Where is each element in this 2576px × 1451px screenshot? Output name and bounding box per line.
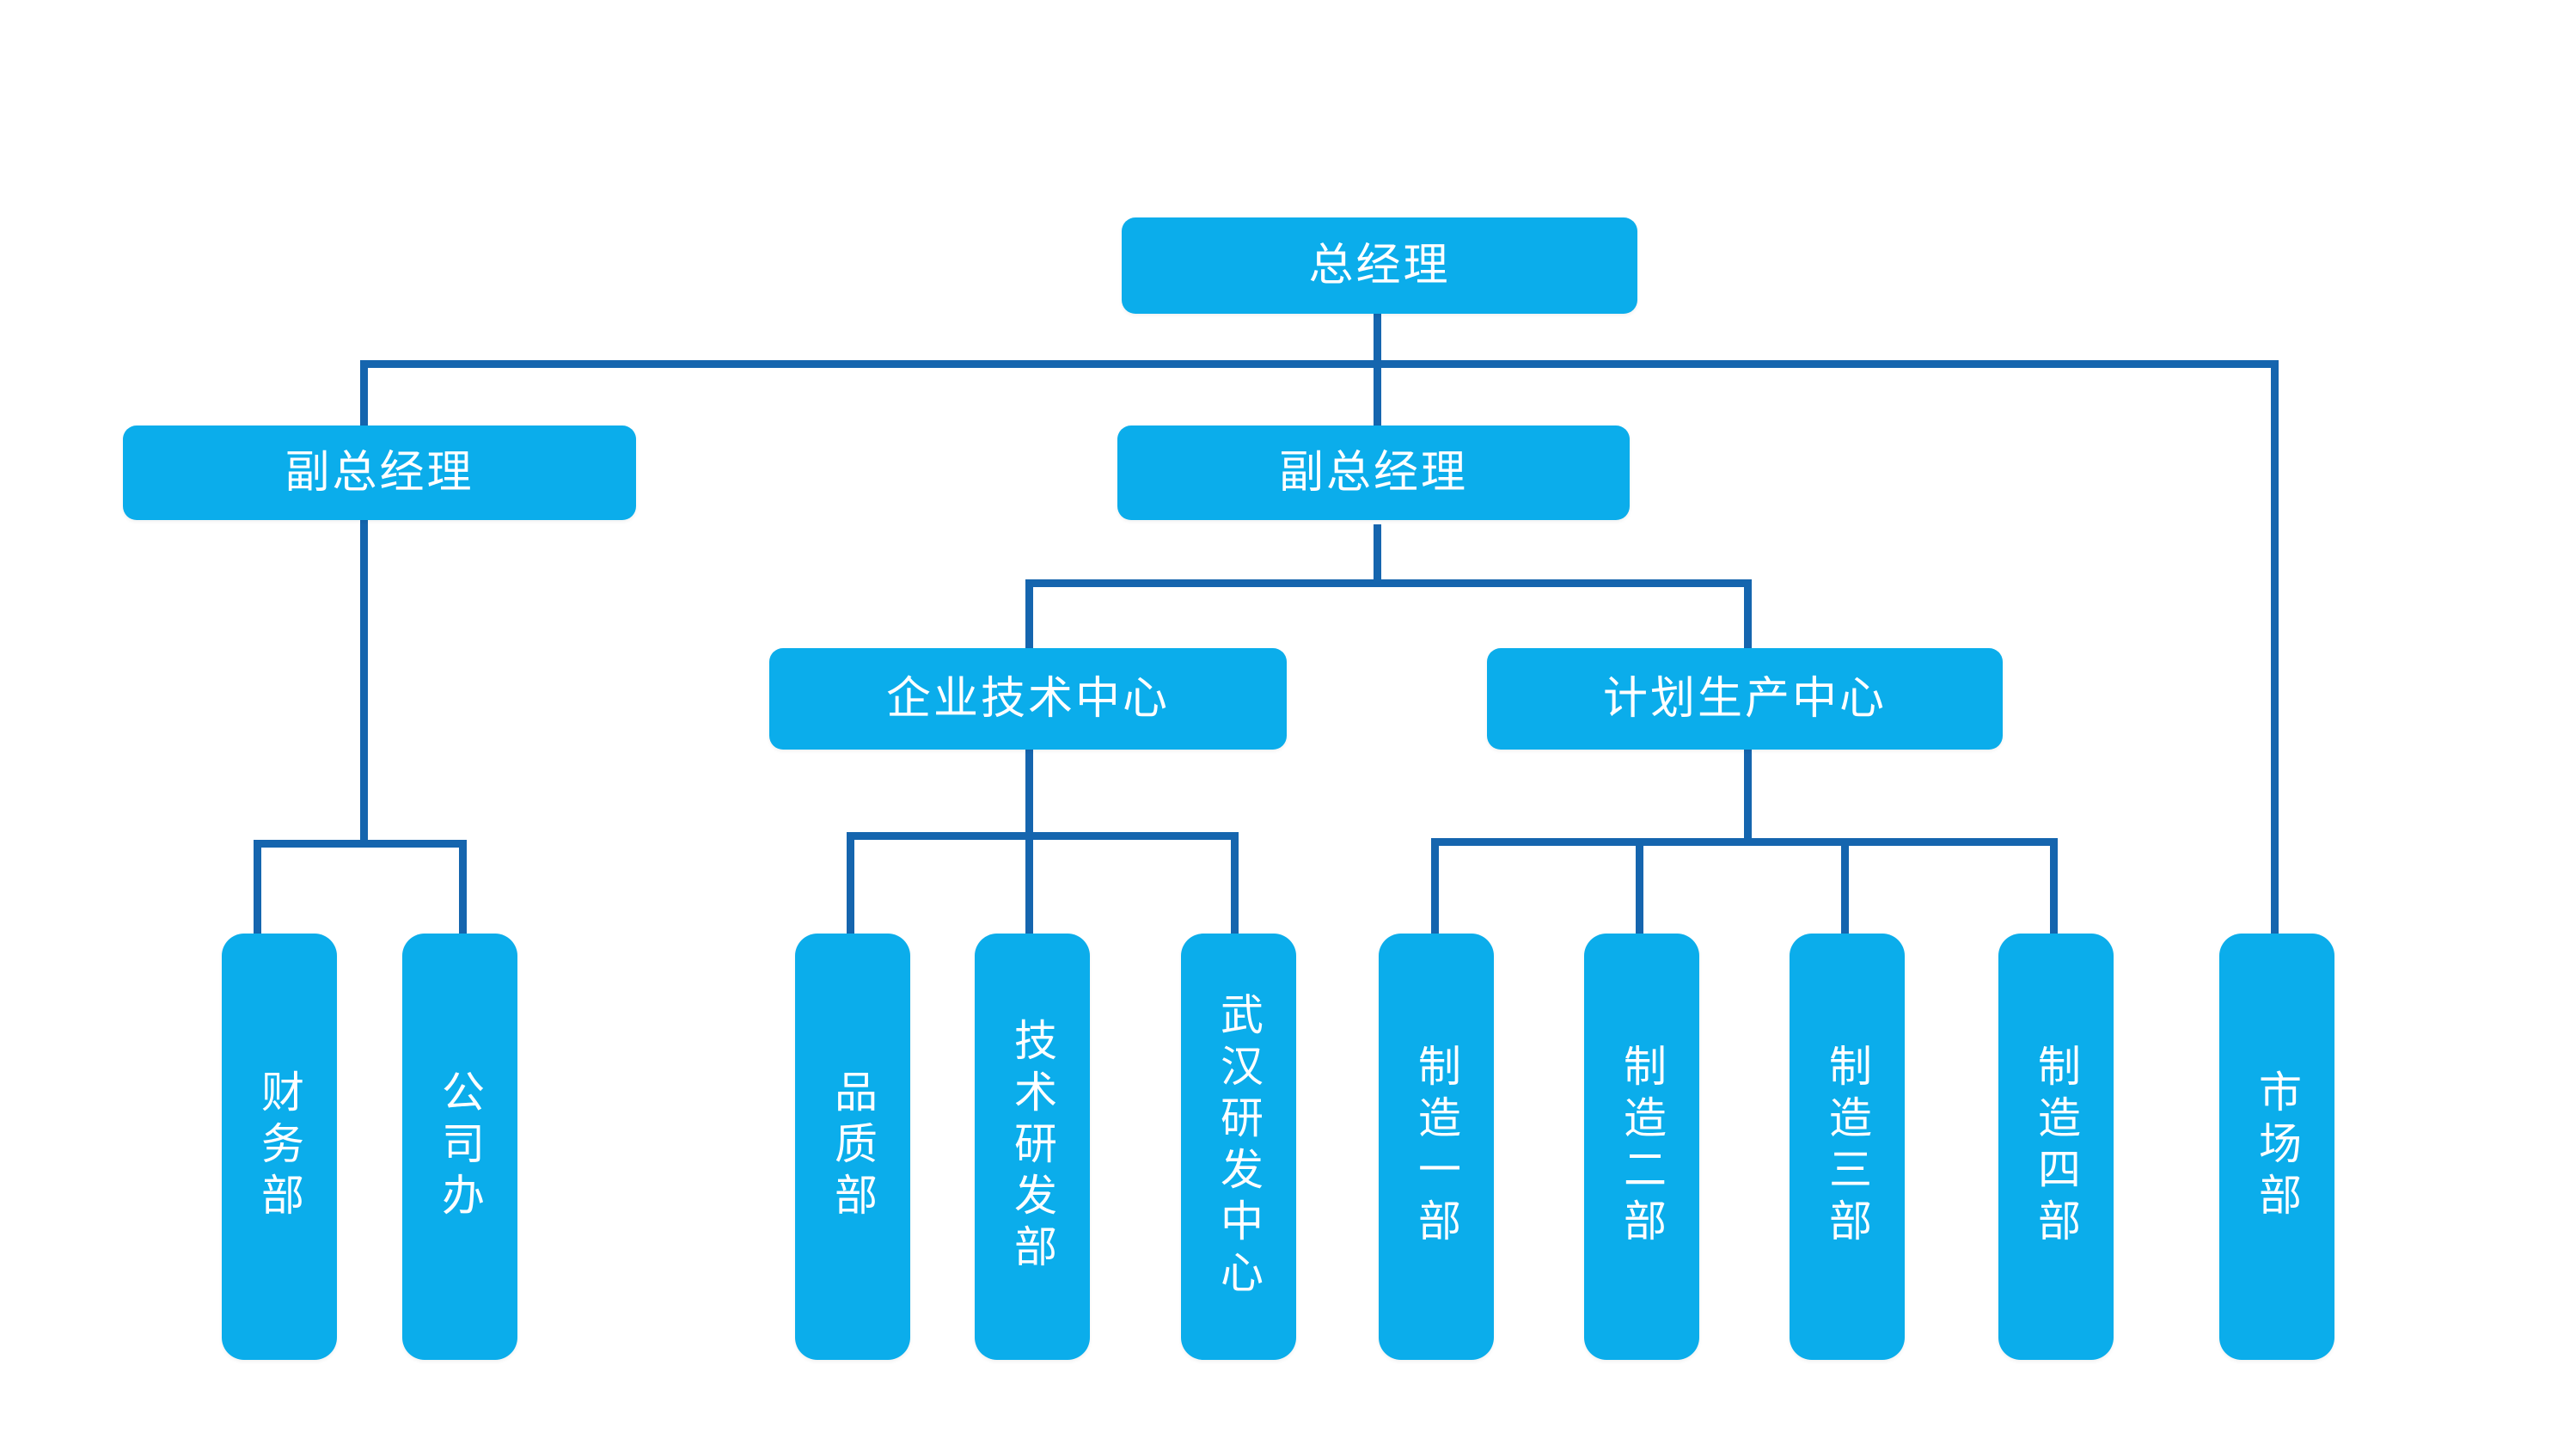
node-company-office[interactable]: 公司办 xyxy=(402,934,517,1360)
connector-dgm-left-to-company-office xyxy=(459,840,467,936)
node-manufacturing-department-1[interactable]: 制造一部 xyxy=(1379,934,1494,1360)
connector-tech-to-rd xyxy=(1025,832,1033,936)
connector-prod-center-bus xyxy=(1431,838,2058,846)
connector-prod-center-stem xyxy=(1744,750,1752,844)
node-quality-department[interactable]: 品质部 xyxy=(795,934,910,1360)
connector-gm-stem xyxy=(1374,314,1381,365)
node-technology-rd-department[interactable]: 技术研发部 xyxy=(975,934,1090,1360)
node-label-manufacturing-department-2: 制造二部 xyxy=(1618,1044,1666,1250)
node-label-wuhan-rd-center: 武汉研发中心 xyxy=(1215,992,1263,1301)
node-deputy-general-manager-left[interactable]: 副总经理 xyxy=(123,426,636,520)
connector-gm-to-dgm-left xyxy=(360,360,368,429)
node-marketing-department[interactable]: 市场部 xyxy=(2219,934,2334,1360)
node-deputy-general-manager-center[interactable]: 副总经理 xyxy=(1117,426,1630,520)
node-label-deputy-general-manager-center: 副总经理 xyxy=(1278,447,1468,498)
connector-dgm-left-stem xyxy=(360,520,368,842)
node-label-deputy-general-manager-left: 副总经理 xyxy=(285,447,474,498)
connector-gm-bus xyxy=(360,360,2279,368)
node-planning-production-center[interactable]: 计划生产中心 xyxy=(1487,648,2003,750)
node-label-company-office: 公司办 xyxy=(436,1069,484,1224)
connector-prod-to-mfg2 xyxy=(1636,838,1643,936)
connector-prod-to-mfg4 xyxy=(2050,838,2058,936)
node-label-planning-production-center: 计划生产中心 xyxy=(1602,673,1887,724)
connector-dgm-center-to-tech xyxy=(1025,579,1033,648)
connector-tech-center-stem xyxy=(1025,750,1033,839)
connector-dgm-left-to-finance xyxy=(254,840,261,936)
node-label-quality-department: 品质部 xyxy=(829,1069,877,1224)
node-manufacturing-department-3[interactable]: 制造三部 xyxy=(1790,934,1905,1360)
node-general-manager[interactable]: 总经理 xyxy=(1122,217,1637,314)
connector-dgm-center-to-prod xyxy=(1744,579,1752,648)
node-manufacturing-department-2[interactable]: 制造二部 xyxy=(1584,934,1699,1360)
connector-prod-to-mfg1 xyxy=(1431,838,1439,936)
node-finance-department[interactable]: 财务部 xyxy=(222,934,337,1360)
node-label-enterprise-technology-center: 企业技术中心 xyxy=(885,673,1170,724)
connector-dgm-center-stem xyxy=(1374,524,1381,586)
connector-tech-center-bus xyxy=(847,832,1239,840)
connector-dgm-left-bus xyxy=(254,840,467,848)
node-manufacturing-department-4[interactable]: 制造四部 xyxy=(1998,934,2114,1360)
connector-prod-to-mfg3 xyxy=(1841,838,1849,936)
node-wuhan-rd-center[interactable]: 武汉研发中心 xyxy=(1181,934,1296,1360)
connector-gm-to-dgm-center xyxy=(1374,360,1381,429)
node-label-marketing-department: 市场部 xyxy=(2253,1069,2301,1224)
connector-tech-to-wuhan xyxy=(1231,832,1239,936)
connector-tech-to-quality xyxy=(847,832,854,936)
connector-dgm-center-bus xyxy=(1025,579,1752,587)
node-label-manufacturing-department-4: 制造四部 xyxy=(2032,1044,2080,1250)
connector-gm-to-marketing xyxy=(2271,360,2279,938)
node-enterprise-technology-center[interactable]: 企业技术中心 xyxy=(769,648,1287,750)
node-label-technology-rd-department: 技术研发部 xyxy=(1008,1018,1056,1276)
node-label-manufacturing-department-1: 制造一部 xyxy=(1412,1044,1460,1250)
node-label-general-manager: 总经理 xyxy=(1308,240,1451,291)
node-label-manufacturing-department-3: 制造三部 xyxy=(1823,1044,1871,1250)
node-label-finance-department: 财务部 xyxy=(255,1069,303,1224)
